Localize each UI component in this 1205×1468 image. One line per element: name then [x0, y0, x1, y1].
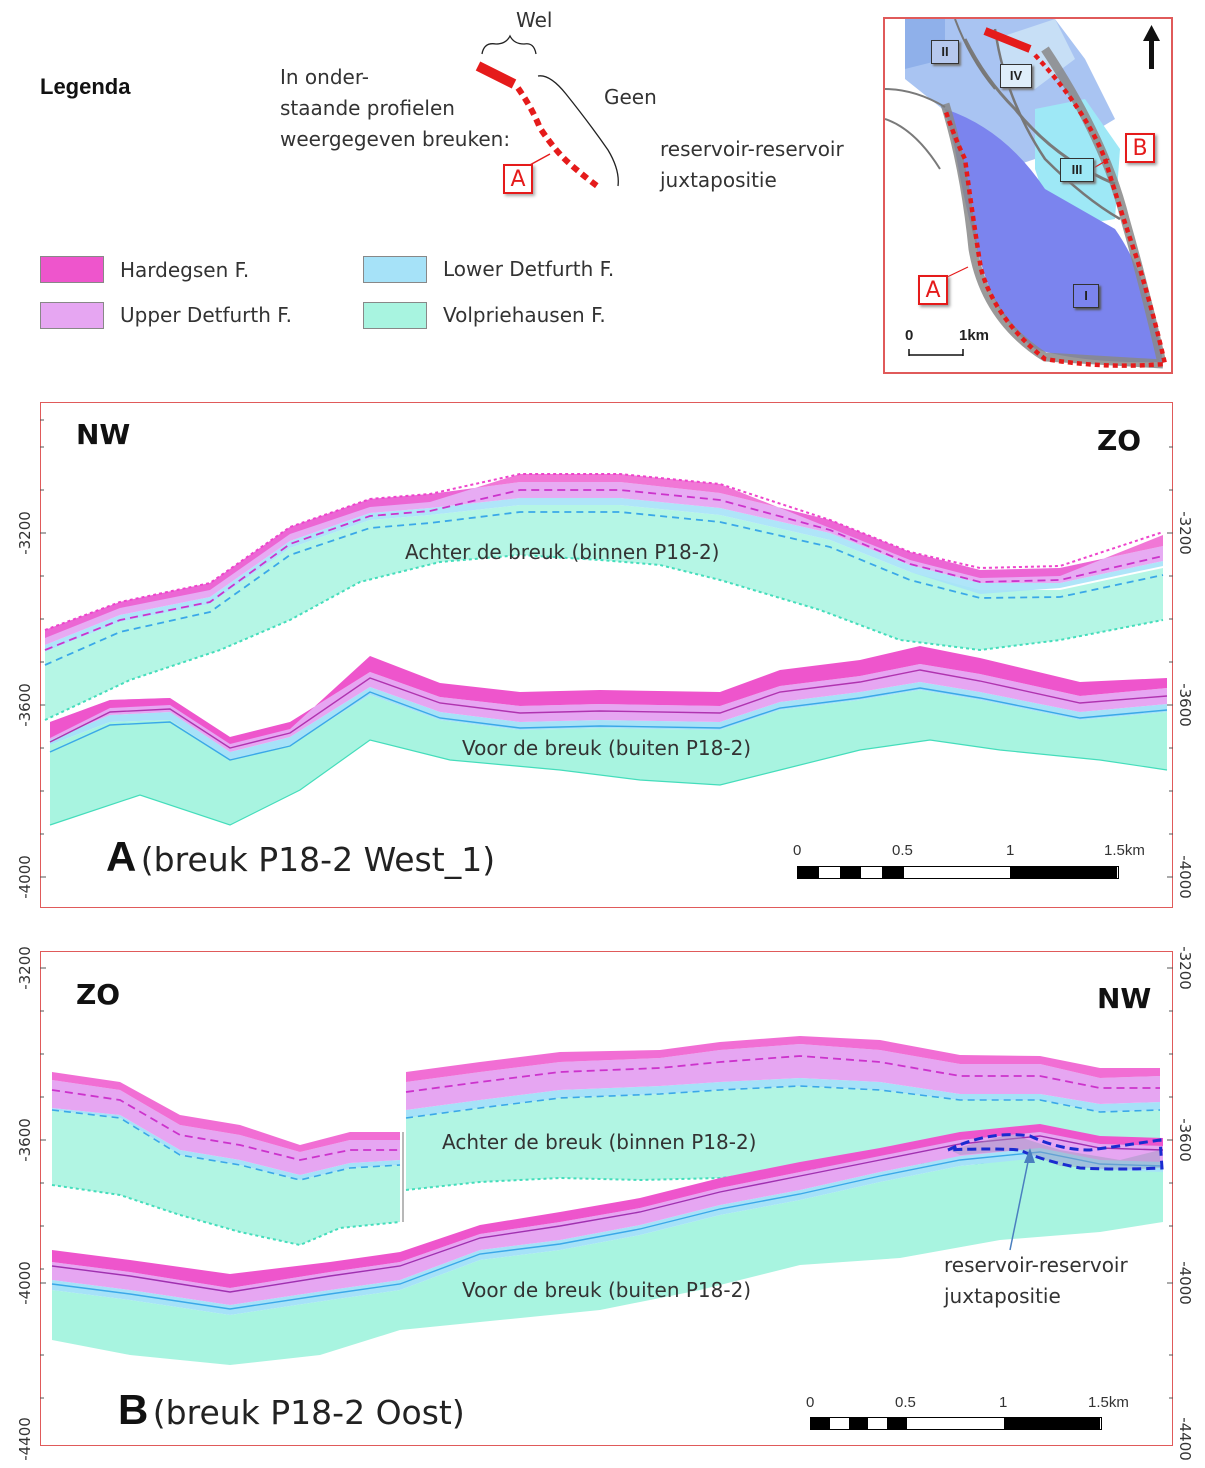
geen-label: Geen: [604, 85, 657, 109]
profile-a-caption-letter: A: [106, 833, 137, 880]
profile-a-front-hardegsen: [50, 646, 1167, 744]
map-fault-label-b: B: [1125, 133, 1155, 163]
swatch-hardegsen: [40, 256, 104, 283]
map-block-label: II: [931, 40, 959, 64]
geen-brace: [537, 75, 619, 187]
map-block-label: IV: [1000, 64, 1032, 88]
scale-label: 1: [1006, 842, 1015, 859]
profile-b-caption-letter: B: [118, 1386, 149, 1433]
profile-a-caption-text: (breuk P18-2 West_1): [140, 840, 496, 879]
axis-tick-label: -3600: [1176, 1118, 1194, 1162]
profile-b-caption-text: (breuk P18-2 Oost): [152, 1393, 465, 1432]
profile-a-front-upper-detfurth: [50, 664, 1167, 752]
profile-b-behind-label: Achter de breuk (binnen P18-2): [442, 1130, 757, 1154]
scale-label: 0: [793, 842, 802, 859]
swatch-lower-detfurth: [363, 256, 427, 283]
profile-a-front-label: Voor de breuk (buiten P18-2): [462, 736, 752, 760]
profile-b-behind-volpriehausen-left: [52, 1110, 400, 1245]
profile-b-front-volpriehausen: [52, 1158, 1163, 1365]
axis-tick-label: -4400: [16, 1417, 34, 1461]
scale-label: 1.5km: [1104, 842, 1145, 859]
legend-label-volpriehausen: Volpriehausen F.: [443, 303, 606, 327]
profile-b-caption: B (breuk P18-2 Oost): [118, 1386, 465, 1434]
axis-tick-label: -4000: [16, 1261, 34, 1305]
profile-a-front-volpriehausen: [50, 690, 1167, 825]
map-block-label: III: [1060, 158, 1094, 182]
map-block-label: I: [1073, 284, 1099, 308]
scale-label: 0.5: [895, 1394, 916, 1411]
swatch-volpriehausen: [363, 302, 427, 329]
axis-tick-label: -4400: [1176, 1417, 1194, 1461]
axis-tick-label: -3200: [1176, 946, 1194, 990]
juxtaposition-zone: [950, 1134, 1160, 1170]
legend-label-lower-detfurth: Lower Detfurth F.: [443, 257, 615, 281]
profile-b-dir-right: NW: [1097, 982, 1152, 1015]
profile-a-dir-right: ZO: [1097, 424, 1142, 457]
axis-tick-label: -3600: [16, 1118, 34, 1162]
legend-title: Legenda: [40, 74, 131, 99]
axis-tick-label: -4000: [1176, 1261, 1194, 1305]
location-map: II IV III I B A 0 1km: [883, 17, 1173, 374]
profile-b-dir-left: ZO: [76, 978, 121, 1011]
map-fault-label-a: A: [918, 275, 948, 305]
profile-a-behind-lower-detfurth: [45, 498, 1163, 652]
map-scale-zero: 0: [905, 327, 914, 344]
profile-b-behind-hardegsen-right: [406, 1036, 1160, 1082]
profile-a-behind-label: Achter de breuk (binnen P18-2): [405, 540, 720, 564]
juxtaposition-outline: [947, 1133, 1164, 1171]
scale-label: 1.5km: [1088, 1394, 1129, 1411]
fault-legend-symbol: [475, 34, 619, 191]
scale-label: 0: [806, 1394, 815, 1411]
profile-b-juxtaposition-label: reservoir-reservoir juxtapositie: [944, 1253, 1128, 1308]
swatch-upper-detfurth: [40, 302, 104, 329]
fault-visible-solid: [475, 61, 517, 89]
juxtaposition-note: reservoir-reservoir juxtapositie: [660, 137, 844, 192]
profile-b-behind-volpriehausen-right: [406, 1086, 1160, 1190]
profile-b-front-label: Voor de breuk (buiten P18-2): [462, 1278, 752, 1302]
north-arrow-icon: [1143, 25, 1160, 69]
fault-marker-a: A: [503, 164, 533, 194]
map-scale-km: 1km: [959, 327, 990, 344]
block-i-area: [945, 109, 1163, 363]
fault-hidden-dashed: [515, 86, 602, 191]
profile-a-dir-left: NW: [76, 418, 131, 451]
map-fault-solid: [983, 27, 1032, 53]
map-fault-dashed: [942, 53, 1168, 368]
profile-a-scale-bar: [797, 866, 1119, 879]
profile-a-caption: A (breuk P18-2 West_1): [106, 833, 495, 881]
scale-label: 1: [999, 1394, 1008, 1411]
profile-b-scale-bar: [810, 1417, 1102, 1430]
profile-b-front-upper-detfurth: [52, 1132, 1163, 1305]
profile-a-front-lower-detfurth: [50, 682, 1167, 760]
profile-b-panel: [40, 951, 1173, 1446]
wel-brace: [481, 34, 537, 55]
profile-a-behind-upper-detfurth: [45, 482, 1163, 645]
profile-b-behind-hardegsen-left: [52, 1072, 400, 1152]
wel-label: Wel: [516, 8, 553, 32]
axis-tick-label: -3200: [16, 946, 34, 990]
profile-b-behind-lower-right: [406, 1078, 1160, 1118]
fault-caption: In onder- staande profielen weergegeven …: [280, 65, 511, 151]
profile-b-front-lower-detfurth: [52, 1148, 1163, 1315]
legend-label-upper-detfurth: Upper Detfurth F.: [120, 303, 292, 327]
juxtaposition-leader: [1009, 1151, 1031, 1251]
profile-a-panel: [40, 402, 1173, 908]
profile-b-behind-upper-left: [52, 1080, 400, 1175]
scale-label: 0.5: [892, 842, 913, 859]
profile-b-front-hardegsen: [52, 1124, 1163, 1288]
legend-label-hardegsen: Hardegsen F.: [120, 258, 250, 282]
profile-b-behind-upper-right: [406, 1044, 1160, 1110]
profile-a-behind-volpriehausen: [45, 505, 1163, 720]
